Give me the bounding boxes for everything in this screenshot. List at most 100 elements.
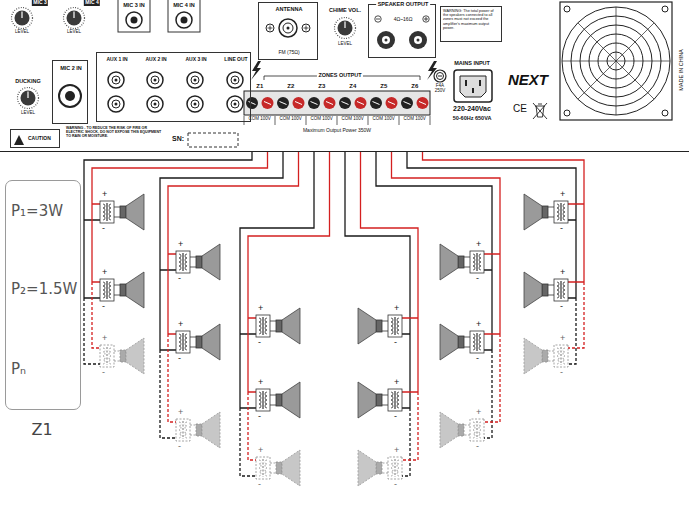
speaker-symbol [256, 308, 300, 344]
knob-label: LEVEL [21, 111, 35, 116]
combo-jack [59, 85, 81, 107]
binding-post-hole [414, 36, 422, 44]
control-label: CHIME VOL. [329, 7, 361, 13]
power-value: P₂=1.5W [11, 281, 77, 298]
speaker-symbol [256, 382, 300, 418]
input-label: AUX 1 IN [106, 57, 127, 63]
terminal-block [244, 91, 430, 115]
caution-triangle [14, 135, 24, 145]
com-wire-extension [84, 298, 576, 476]
power-value: P₁=3W [11, 203, 63, 220]
fan-grille-frame [560, 2, 672, 120]
terminal-polarity: + [560, 268, 565, 277]
zone-label: Z3 [318, 83, 325, 90]
com-terminal [277, 97, 289, 109]
chime-knob [335, 18, 356, 39]
impedance-label: FM (75Ω) [278, 50, 299, 56]
control-tab: MIC 3 [32, 0, 48, 6]
com-terminal [339, 97, 351, 109]
voltage-label: 220-240Vac [453, 105, 491, 113]
xlr-jack [176, 12, 192, 28]
section-label: ANTENNA [276, 6, 303, 12]
antenna-panel: ANTENNA FM (75Ω) [258, 2, 318, 60]
terminal-polarity: - [394, 412, 397, 421]
input-label: MIC 4 IN [173, 2, 195, 8]
weee-cross [533, 103, 547, 119]
fan-mount-hole [662, 6, 668, 12]
ce-mark: CE [513, 103, 527, 114]
terminal-polarity: + [476, 320, 481, 329]
fuse-holder-ring [437, 73, 444, 80]
rca-jack [108, 72, 124, 88]
terminal-polarity: - [394, 338, 397, 347]
section-label: SPEAKER OUTPUT [376, 1, 430, 7]
line-wire-extension [92, 282, 584, 460]
terminal-polarity: - [476, 354, 479, 363]
terminal-polarity: + [394, 304, 399, 313]
zone-label: Z1 [256, 83, 263, 90]
section-label: MAINS INPUT [454, 60, 490, 66]
combo-jack-center [65, 91, 75, 101]
brand-logo: NEXT [508, 72, 548, 89]
line-terminal [262, 97, 274, 109]
zone-power-box: P₁=3WP₂=1.5WPₙZ1 [5, 180, 81, 410]
speaker-symbol [176, 324, 220, 360]
plus-symbol [423, 16, 429, 22]
warning-box: WARNING: The total power of the speakers… [440, 6, 502, 42]
terminal-polarity: + [394, 446, 399, 455]
rca-jack [187, 72, 203, 88]
xlr-jack-center [131, 17, 138, 24]
terminal-polarity: + [178, 320, 183, 329]
terminal-polarity: - [102, 368, 105, 377]
terminal-polarity: - [102, 302, 105, 311]
terminal-polarity: - [560, 368, 563, 377]
antenna-connector-ring [283, 23, 293, 33]
terminal-label: COM 100V [342, 117, 364, 122]
line-terminal [324, 97, 336, 109]
serial-label: SN: [172, 135, 184, 143]
terminal-label: COM 100V [311, 117, 333, 122]
optional-speaker-symbol [256, 450, 300, 486]
com-terminal [401, 97, 413, 109]
impedance-label: 4Ω~16Ω [394, 17, 413, 23]
line-terminal [386, 97, 398, 109]
rca-jack [147, 72, 163, 88]
socket-pin [465, 80, 467, 86]
mains-socket [454, 70, 492, 102]
zone-label: Z5 [380, 83, 387, 90]
terminal-polarity: + [560, 190, 565, 199]
binding-post-pin [417, 39, 420, 42]
terminal-polarity: - [178, 354, 181, 363]
optional-speaker-symbol [176, 412, 220, 448]
warning-text: WARNING - TO REDUCE THE RISK OF FIRE OR … [66, 127, 162, 139]
hazard-bolt [251, 61, 261, 80]
origin-label: MADE IN CHINA [678, 49, 684, 91]
terminal-polarity: - [394, 480, 397, 489]
rca-jack [227, 72, 243, 88]
terminal-polarity: - [178, 442, 181, 451]
fan-ring [562, 7, 670, 115]
rca-jack [227, 96, 243, 112]
terminal-polarity: - [102, 224, 105, 233]
terminal-polarity: + [102, 190, 107, 199]
section-label: ZONES OUTPUT [317, 72, 363, 78]
terminal-polarity: + [560, 334, 565, 343]
speaker-symbol [100, 194, 144, 230]
terminal-polarity: + [476, 240, 481, 249]
antenna-pin [287, 27, 290, 30]
terminal-polarity: + [102, 268, 107, 277]
input-label: MIC 2 IN [60, 65, 82, 71]
terminal-polarity: - [560, 224, 563, 233]
terminal-polarity: - [476, 442, 479, 451]
terminal-polarity: + [258, 304, 263, 313]
line-terminal [293, 97, 305, 109]
output-label: LINE OUT [224, 57, 247, 63]
input-label: MIC 3 IN [123, 2, 145, 8]
terminal-polarity: - [560, 302, 563, 311]
screw-cross [304, 26, 309, 31]
terminal-polarity: - [178, 274, 181, 283]
terminal-label: COM 100V [404, 117, 426, 122]
level-knob [12, 8, 33, 29]
input-label: AUX 2 IN [145, 57, 166, 63]
rca-jack [147, 96, 163, 112]
